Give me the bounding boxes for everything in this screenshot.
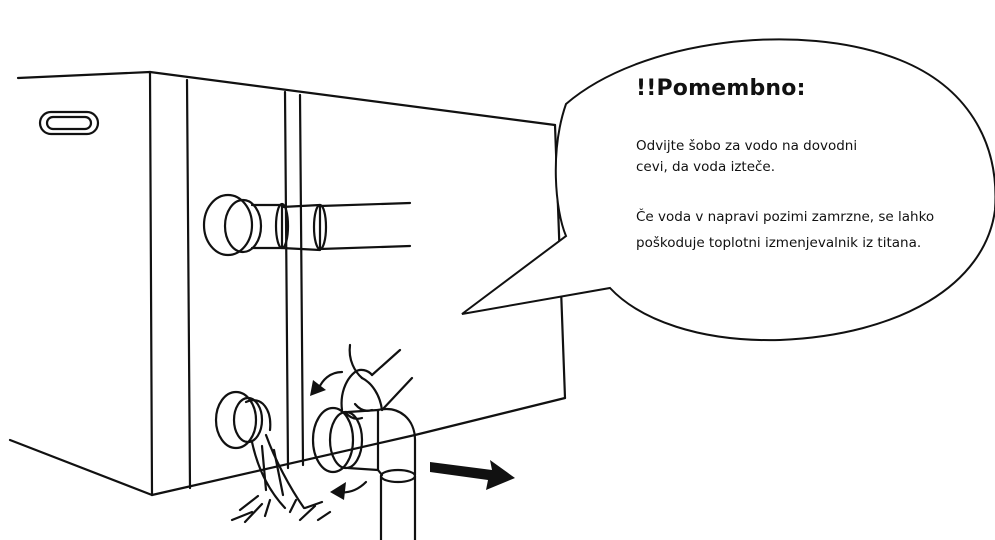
carry-handle [38, 110, 100, 136]
callout-title: !!Pomembno: [636, 76, 806, 101]
rotation-arrow-head-top [310, 380, 326, 396]
heat-pump-unit [8, 70, 567, 497]
lower-left-outlet [214, 390, 332, 524]
lower-right-elbow [311, 406, 417, 540]
callout-bubble [461, 38, 995, 342]
rotation-arrow-head-bottom [330, 482, 346, 500]
callout-instruction-text: Odvijte šobo za vodo na dovodni cevi, da… [636, 138, 858, 175]
flow-direction-arrow [430, 460, 515, 490]
hand-illustration [340, 343, 414, 420]
upper-pipe-fitting [202, 193, 412, 257]
callout-warning-text: Če voda v napravi pozimi zamrzne, se lah… [636, 209, 935, 251]
